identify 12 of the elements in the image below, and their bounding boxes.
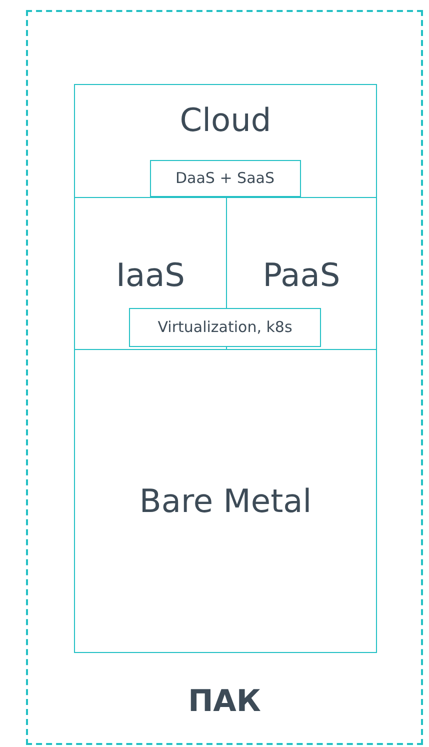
layer-box: [74, 349, 377, 653]
tag-box: [129, 308, 321, 347]
layer-label: Bare Metal: [139, 482, 312, 520]
tag-label: DaaS + SaaS: [176, 168, 274, 186]
layer-box: [74, 84, 377, 198]
tag-box: [150, 160, 300, 196]
layer-label: IaaS: [116, 256, 185, 294]
system-frame: [26, 10, 423, 745]
frame-heading: ПАК: [188, 684, 261, 719]
layer-label: Cloud: [180, 101, 272, 139]
tag-label: Virtualization, k8s: [158, 318, 292, 336]
layer-label: PaaS: [262, 256, 340, 294]
